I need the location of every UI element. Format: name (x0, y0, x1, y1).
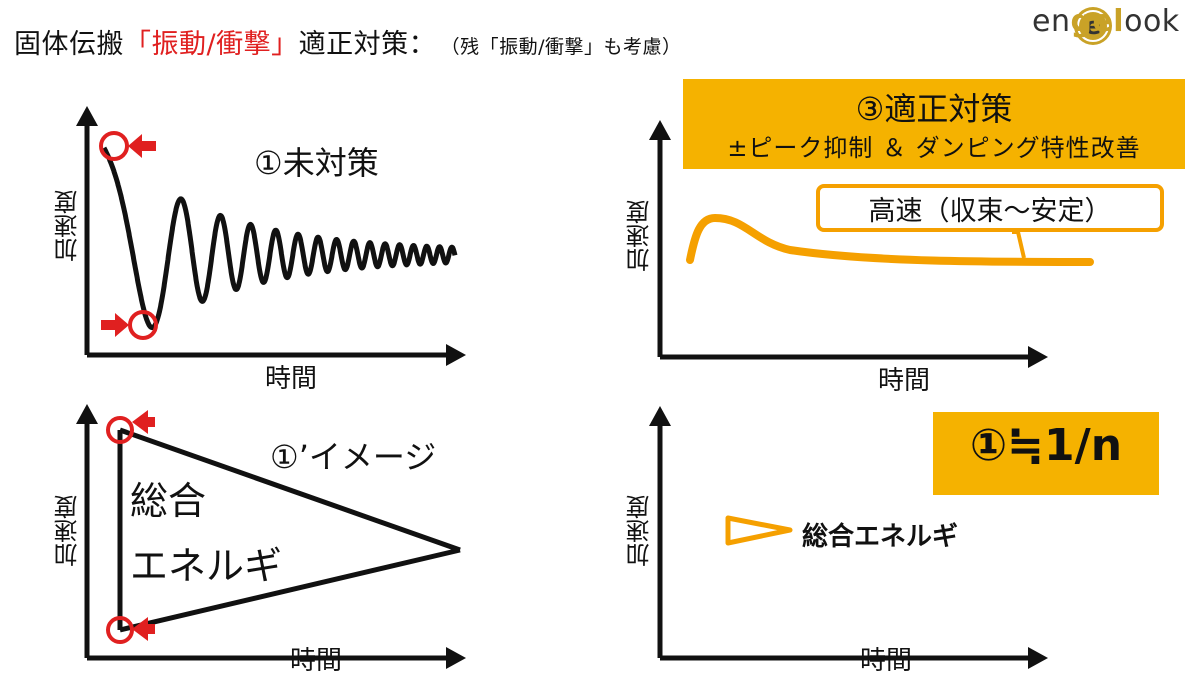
panel3-axes (649, 120, 1048, 368)
title-prefix: 固体伝搬 (14, 29, 124, 60)
panel1-top-peak-circle (99, 131, 129, 161)
panel2-top-circle (106, 416, 134, 444)
panel2-x-label: 時間 (290, 646, 343, 676)
panel4-y-label: 加速度 (626, 495, 654, 567)
panel4-x-arrowhead (1028, 647, 1048, 669)
panel2-peak-markers (106, 410, 155, 644)
panel3-y-label: 加速度 (626, 200, 654, 272)
brand-logo-text: engelook (1032, 4, 1180, 39)
panel1-x-label: 時間 (265, 364, 318, 394)
panel3-title-box (683, 79, 1185, 169)
panel1-bottom-arrow-icon (101, 313, 129, 337)
logo-text-a: en (1032, 4, 1071, 39)
panel2-y-label: 加速度 (54, 495, 82, 567)
panel2-bottom-arrow-icon (132, 617, 155, 641)
panel2-energy-line2: エネルギ (130, 544, 283, 588)
panel3-title: ③適正対策 (855, 90, 1013, 128)
panel4-x-label: 時間 (860, 646, 913, 676)
panel2-energy-line1: 総合 (130, 479, 207, 523)
e-coin-logo-icon: e (1074, 7, 1112, 45)
panel3-callout-box (816, 184, 1164, 232)
panel3-x-arrowhead (1028, 346, 1048, 368)
panel1-axes (76, 106, 466, 366)
panel1-bottom-peak-circle (128, 310, 158, 340)
title-note: （残「振動/衝撃」も考慮） (450, 36, 682, 58)
panel4-axes (649, 406, 1048, 669)
panel1-peak-markers (99, 131, 158, 340)
panel2-label: ①’イメージ (270, 438, 437, 476)
panel4-ratio-label: ①≒1/n (969, 420, 1123, 471)
panel3-damped-curve (686, 213, 1094, 266)
panel2-x-arrowhead (446, 647, 466, 669)
panel1-x-arrowhead (446, 344, 466, 366)
panel2-bottom-circle (106, 616, 134, 644)
panel1-top-arrow-icon (128, 134, 156, 158)
panel3-callout-pointer (1012, 230, 1026, 259)
panel2-energy-triangle (117, 427, 461, 633)
panel4-ratio-box (933, 412, 1159, 495)
svg-text:e: e (1085, 12, 1101, 40)
title-highlight: 「振動/衝撃」 (124, 29, 299, 60)
panel4-small-energy-triangle (725, 515, 793, 546)
panel3-x-label: 時間 (878, 366, 931, 396)
panel1-label: ①未対策 (254, 144, 379, 182)
panel3-y-arrowhead (649, 120, 671, 140)
panel2-y-arrowhead (76, 404, 98, 424)
title-suffix: 適正対策： (298, 29, 437, 60)
panel4-energy-label: 総合エネルギ (802, 522, 959, 552)
panel4-y-arrowhead (649, 406, 671, 426)
panel3-subtitle: ±ピーク抑制 ＆ ダンピング特性改善 (727, 134, 1141, 162)
page-title: 固体伝搬「振動/衝撃」適正対策： （残「振動/衝撃」も考慮） (14, 22, 682, 61)
panel1-damped-oscillation (101, 146, 458, 331)
panel3-callout-label: 高速（収束～安定） (868, 196, 1112, 227)
panel1-y-arrowhead (76, 106, 98, 126)
panel2-axes (76, 404, 466, 669)
panel1-y-label: 加速度 (54, 190, 82, 262)
panel2-top-arrow-icon (132, 410, 155, 434)
logo-text-b: gel (1070, 4, 1125, 39)
logo-text-c: ook (1124, 4, 1180, 39)
